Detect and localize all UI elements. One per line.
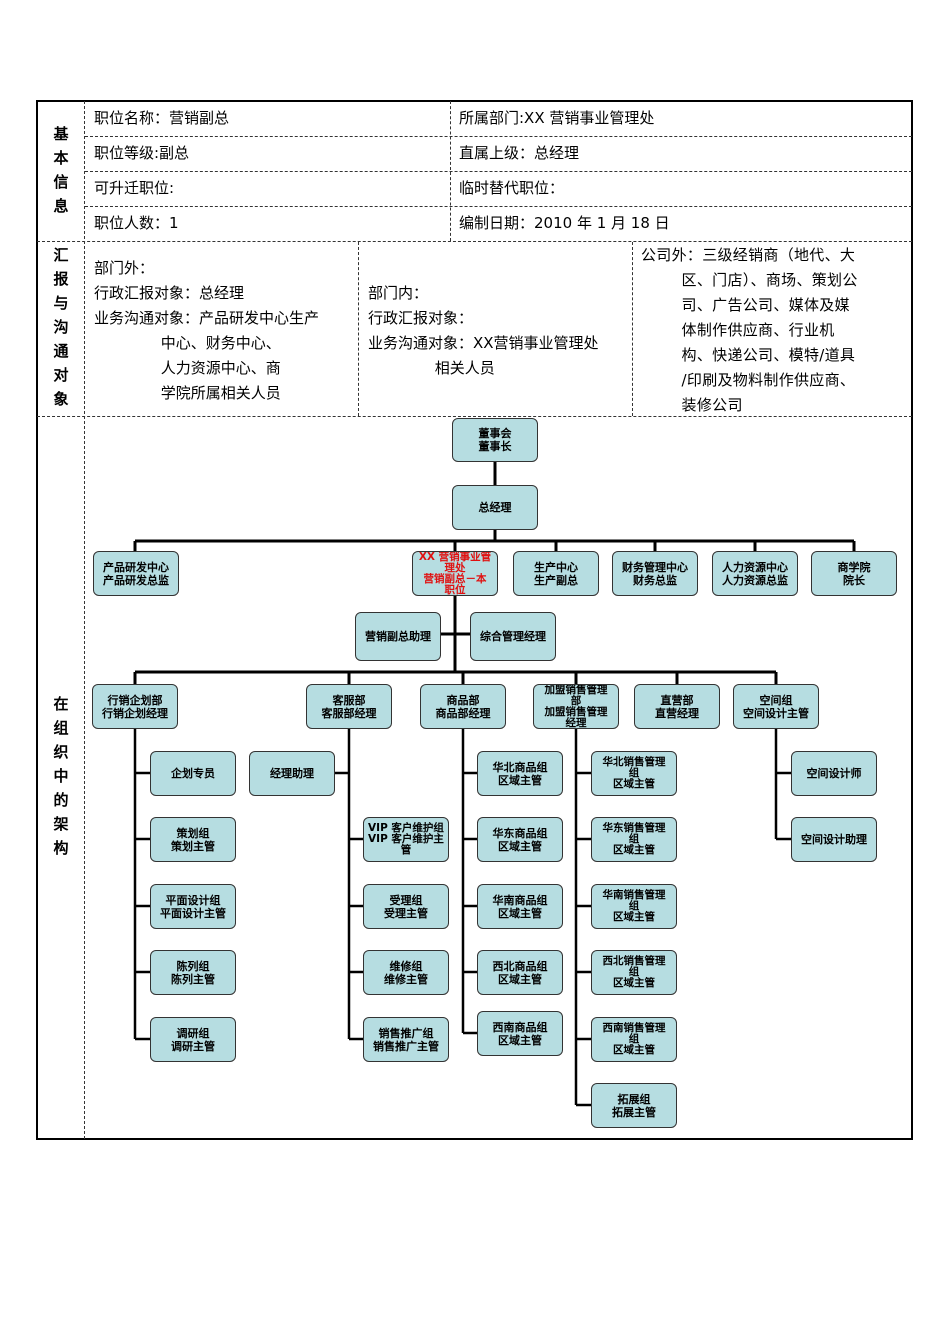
department: 所属部门:XX 营销事业管理处 (459, 109, 655, 127)
franchise-sub-box: 华东销售管理 组 区域主管 (591, 817, 677, 862)
board-box: 董事会 董事长 (452, 418, 538, 462)
direct-superior: 直属上级：总经理 (459, 144, 580, 162)
service-sub-box: 受理组 受理主管 (363, 884, 449, 929)
position-name: 职位名称：营销副总 (94, 109, 230, 127)
production-center-box: 生产中心 生产副总 (513, 551, 599, 596)
planning-sub-box: 陈列组 陈列主管 (150, 950, 236, 995)
external-dept-contacts: 部门外： 行政汇报对象：总经理 业务沟通对象：产品研发中心生产 中心、财务中心、… (94, 259, 320, 402)
service-sub-box: 维修组 维修主管 (363, 950, 449, 995)
row-divider (85, 136, 912, 137)
planning-dept-box: 行销企划部 行销企划经理 (92, 684, 178, 729)
franchise-sub-box: 华北销售管理 组 区域主管 (591, 751, 677, 796)
franchise-sub-box: 西南销售管理 组 区域主管 (591, 1017, 677, 1062)
goods-sub-box: 西南商品组 区域主管 (477, 1011, 563, 1056)
franchise-sub-box: 华南销售管理 组 区域主管 (591, 884, 677, 929)
marketing-vp-box: XX 营销事业管 理处 营销副总－本 职位 (412, 551, 498, 596)
position-level: 职位等级:副总 (94, 144, 190, 162)
compile-date: 编制日期：2010 年 1 月 18 日 (459, 214, 670, 232)
section-divider (37, 241, 912, 242)
headcount: 职位人数：1 (94, 214, 179, 232)
service-sub-box: 销售推广组 销售推广主管 (363, 1017, 449, 1062)
franchise-dept-box: 加盟销售管理 部 加盟销售管理 经理 (533, 684, 619, 729)
service-dept-box: 客服部 客服部经理 (306, 684, 392, 729)
general-manager-box: 总经理 (452, 485, 538, 530)
rd-center-box: 产品研发中心 产品研发总监 (93, 551, 179, 596)
vp-assistant-box: 营销副总助理 (355, 612, 441, 661)
direct-store-dept-box: 直营部 直营经理 (634, 684, 720, 729)
goods-dept-box: 商品部 商品部经理 (420, 684, 506, 729)
reporting-divider (358, 242, 359, 416)
reporting-label: 汇 报 与 沟 通 对 象 (53, 246, 69, 408)
planning-sub-box: 调研组 调研主管 (150, 1017, 236, 1062)
label-column-divider (84, 101, 85, 1139)
space-sub-box: 空间设计师 (791, 751, 877, 796)
hr-center-box: 人力资源中心 人力资源总监 (712, 551, 798, 596)
franchise-sub-box: 西北销售管理 组 区域主管 (591, 950, 677, 995)
planning-sub-box: 企划专员 (150, 751, 236, 796)
business-academy-box: 商学院 院长 (811, 551, 897, 596)
external-company-contacts: 公司外：三级经销商（地代、大 区、门店）、商场、策划公 司、广告公司、媒体及媒 … (641, 246, 858, 414)
internal-dept-contacts: 部门内： 行政汇报对象： 业务沟通对象：XX营销事业管理处 相关人员 (368, 284, 599, 377)
org-chart-label: 在 组 织 中 的 架 构 (53, 695, 69, 857)
position-table (36, 100, 913, 1140)
section-divider (37, 416, 912, 417)
reporting-divider (632, 242, 633, 416)
service-sub-box: VIP 客户维护组 VIP 客户维护主 管 (363, 817, 449, 862)
space-group-box: 空间组 空间设计主管 (733, 684, 819, 729)
temporary-substitute: 临时替代职位： (459, 179, 565, 197)
space-sub-box: 空间设计助理 (791, 817, 877, 862)
planning-sub-box: 平面设计组 平面设计主管 (150, 884, 236, 929)
finance-center-box: 财务管理中心 财务总监 (612, 551, 698, 596)
franchise-sub-box: 拓展组 拓展主管 (591, 1083, 677, 1128)
goods-sub-box: 华北商品组 区域主管 (477, 751, 563, 796)
admin-manager-box: 综合管理经理 (470, 612, 556, 661)
goods-sub-box: 华南商品组 区域主管 (477, 884, 563, 929)
promotable-position: 可升迁职位: (94, 179, 175, 197)
service-assistant-box: 经理助理 (249, 751, 335, 796)
basic-info-label: 基 本 信 息 (53, 125, 69, 215)
goods-sub-box: 华东商品组 区域主管 (477, 817, 563, 862)
row-divider (85, 206, 912, 207)
goods-sub-box: 西北商品组 区域主管 (477, 950, 563, 995)
planning-sub-box: 策划组 策划主管 (150, 817, 236, 862)
row-divider (85, 171, 912, 172)
